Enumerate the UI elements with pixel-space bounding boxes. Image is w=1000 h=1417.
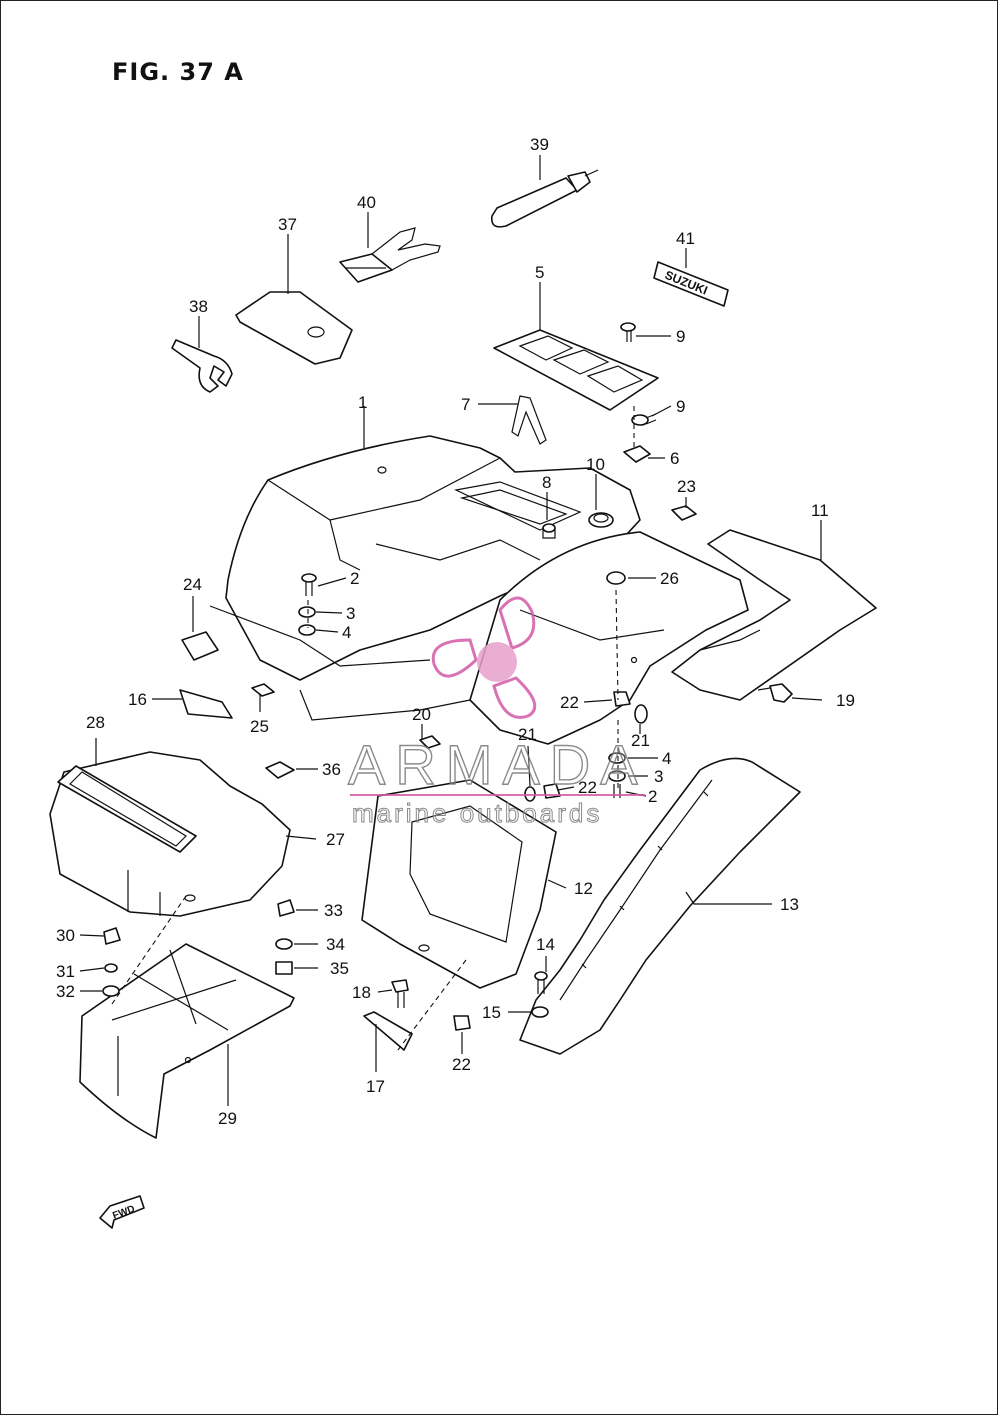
callout-23: 23 — [677, 477, 696, 496]
callout-36: 36 — [322, 760, 341, 779]
part-12-liner — [361, 779, 557, 989]
callout-9-upper: 9 — [676, 327, 685, 346]
callout-19: 19 — [836, 691, 855, 710]
part-30-35-hardware — [102, 899, 295, 997]
callout-28: 28 — [86, 713, 105, 732]
part-23-pad — [671, 505, 697, 521]
callout-20: 20 — [412, 705, 431, 724]
callout-16: 16 — [128, 690, 147, 709]
callout-22-lower: 22 — [452, 1055, 471, 1074]
callout-24: 24 — [183, 575, 202, 594]
callout-4-lower: 4 — [662, 749, 671, 768]
callout-8: 8 — [542, 473, 551, 492]
propeller-logo-icon — [431, 596, 537, 719]
callout-27: 27 — [326, 830, 345, 849]
callout-38: 38 — [189, 297, 208, 316]
figure-title: FIG. 37 A — [112, 58, 244, 86]
part-40-bracket — [339, 227, 441, 283]
emblem-text: SUZUKI — [663, 268, 710, 298]
part-19-bolt — [757, 683, 793, 703]
leader-lines — [79, 155, 823, 1106]
callout-34: 34 — [326, 935, 345, 954]
callout-22-mid: 22 — [578, 778, 597, 797]
callout-18: 18 — [352, 983, 371, 1002]
callout-25: 25 — [250, 717, 269, 736]
callout-9-lower: 9 — [676, 397, 685, 416]
part-25-tape — [251, 683, 275, 697]
callout-7: 7 — [461, 395, 470, 414]
part-11-mud-flap — [671, 529, 877, 701]
callout-41: 41 — [676, 229, 695, 248]
part-8-10-caps — [542, 512, 614, 539]
callout-22-upper: 22 — [560, 693, 579, 712]
callout-2-upper: 2 — [350, 569, 359, 588]
callout-37: 37 — [278, 215, 297, 234]
callout-1: 1 — [358, 393, 367, 412]
part-14-15-hardware — [531, 971, 549, 1018]
callout-40: 40 — [357, 193, 376, 212]
part-27-28-airbox — [49, 751, 291, 917]
callout-3-lower: 3 — [654, 767, 663, 786]
part-22-nut-lower — [453, 1015, 471, 1031]
callout-11: 11 — [811, 501, 829, 520]
callout-30: 30 — [56, 926, 75, 945]
callout-10: 10 — [586, 455, 605, 474]
callout-33: 33 — [324, 901, 343, 920]
part-26-grommet — [606, 571, 626, 585]
part-2-3-4-left — [298, 573, 317, 636]
callout-6: 6 — [670, 449, 679, 468]
part-38-wrench — [171, 339, 233, 393]
part-9-screws — [620, 322, 657, 426]
callout-29: 29 — [218, 1109, 237, 1128]
watermark-brand: ARMADA — [348, 733, 648, 796]
part-37-tool-bag — [235, 291, 353, 365]
callout-21-right: 21 — [631, 731, 650, 750]
part-29-cover — [79, 943, 295, 1139]
part-17-18-stay — [363, 979, 413, 1051]
part-rear-fender-rear-section — [469, 531, 749, 745]
part-24-cover — [181, 631, 219, 661]
callout-32: 32 — [56, 982, 75, 1001]
assembly-dashed-lines — [111, 406, 635, 1051]
watermark: ARMADA marine outboards — [347, 596, 648, 829]
part-16-pad — [179, 689, 233, 719]
fwd-arrow-icon: FWD — [99, 1195, 145, 1229]
callout-13: 13 — [780, 895, 799, 914]
callout-2-lower: 2 — [648, 787, 657, 806]
callout-35: 35 — [330, 959, 349, 978]
callout-14: 14 — [536, 935, 555, 954]
part-39-grip — [490, 169, 599, 228]
callout-12: 12 — [574, 879, 593, 898]
callout-31: 31 — [56, 962, 75, 981]
callout-3-upper: 3 — [346, 604, 355, 623]
part-36-pad — [265, 761, 295, 779]
part-5-carrier-plate — [493, 329, 659, 411]
callout-39: 39 — [530, 135, 549, 154]
part-1-rear-fender — [209, 435, 641, 721]
callout-17: 17 — [366, 1077, 385, 1096]
part-6-clip — [623, 445, 651, 463]
watermark-tagline: marine outboards — [352, 798, 602, 828]
callout-4-upper: 4 — [342, 623, 351, 642]
part-21-22-nuts — [524, 691, 648, 802]
callout-5: 5 — [535, 263, 544, 282]
callout-labels: 39 40 37 41 5 38 9 1 7 9 6 10 8 23 11 2 … — [56, 135, 855, 1128]
part-13-side-plate — [519, 757, 801, 1055]
part-7-stay — [511, 395, 547, 445]
part-20-bolt — [419, 735, 441, 749]
part-41-emblem: SUZUKI — [653, 261, 729, 307]
callout-26: 26 — [660, 569, 679, 588]
callout-15: 15 — [482, 1003, 501, 1022]
callout-21-left: 21 — [518, 725, 537, 744]
